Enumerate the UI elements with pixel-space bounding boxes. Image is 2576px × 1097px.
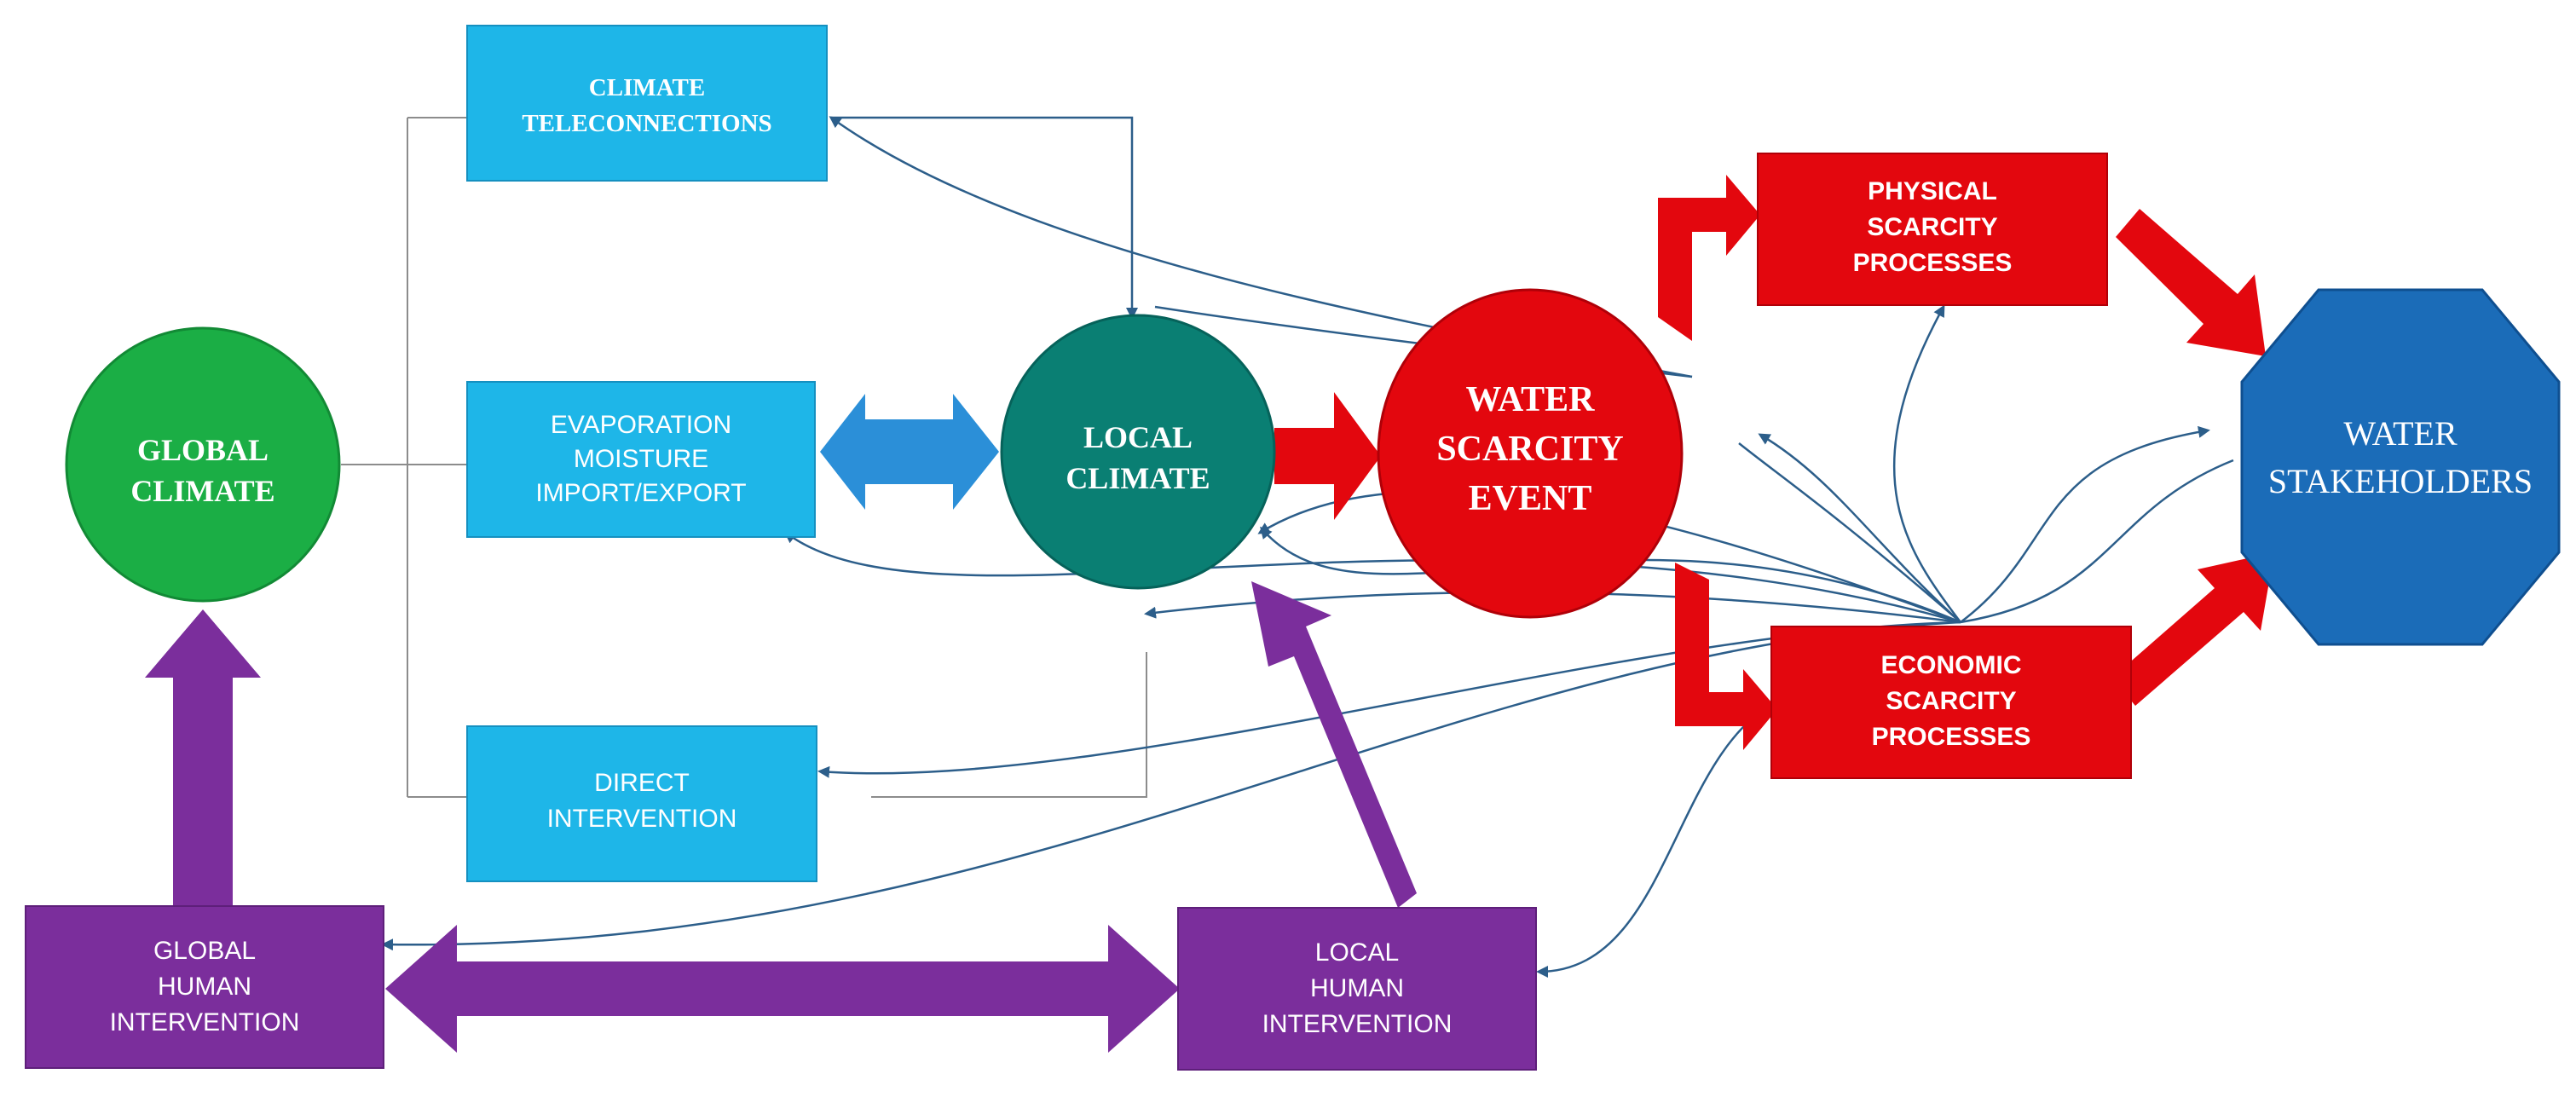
label-direct-intervention-1: DIRECT <box>594 769 690 797</box>
node-water-stakeholders[interactable]: WATER STAKEHOLDERS <box>2240 288 2561 646</box>
arrow-event-to-economic <box>1675 563 1777 750</box>
label-water-stakeholders-2: STAKEHOLDERS <box>2268 462 2533 500</box>
label-climate-teleconnections-1: CLIMATE <box>589 74 705 101</box>
label-global-climate-1: GLOBAL <box>137 433 269 467</box>
node-physical-scarcity[interactable]: PHYSICAL SCARCITY PROCESSES <box>1757 153 2108 306</box>
label-physical-scarcity-2: SCARCITY <box>1867 213 1997 241</box>
label-global-climate-2: CLIMATE <box>130 474 274 508</box>
node-local-human-intervention[interactable]: LOCAL HUMAN INTERVENTION <box>1177 907 1537 1071</box>
label-global-human-2: HUMAN <box>158 973 251 1001</box>
label-physical-scarcity-3: PROCESSES <box>1853 249 2013 277</box>
arrow-local-to-event <box>1274 392 1381 520</box>
node-global-human-intervention[interactable]: GLOBAL HUMAN INTERVENTION <box>25 905 384 1069</box>
arrow-economic-to-stakeholders-block <box>2112 552 2274 706</box>
label-global-human-1: GLOBAL <box>153 937 256 965</box>
arrow-economic-to-stakeholders <box>1960 425 2210 623</box>
block-arrows <box>145 175 2274 1053</box>
label-local-human-3: INTERVENTION <box>1262 1010 1453 1038</box>
label-direct-intervention-2: INTERVENTION <box>547 805 737 833</box>
label-water-scarcity-event-1: WATER <box>1466 380 1596 419</box>
label-economic-scarcity-3: PROCESSES <box>1872 723 2031 751</box>
connector-local-to-direct <box>871 652 1147 798</box>
label-local-climate-2: CLIMATE <box>1066 461 1210 495</box>
label-water-scarcity-event-2: SCARCITY <box>1436 430 1623 469</box>
arrow-economic-to-physical <box>1893 304 1961 623</box>
label-water-scarcity-event-3: EVENT <box>1469 479 1592 518</box>
label-economic-scarcity-2: SCARCITY <box>1886 687 2016 715</box>
node-climate-teleconnections[interactable]: CLIMATE TELECONNECTIONS <box>466 25 828 182</box>
label-physical-scarcity-1: PHYSICAL <box>1868 177 1997 205</box>
arrow-economic-to-event-2 <box>1738 442 1961 623</box>
arrow-economic-to-event <box>1758 433 1961 623</box>
label-global-human-3: INTERVENTION <box>110 1008 300 1036</box>
double-arrow-evaporation-local <box>820 394 999 510</box>
arrow-physical-to-stakeholders <box>2116 209 2266 356</box>
node-economic-scarcity[interactable]: ECONOMIC SCARCITY PROCESSES <box>1770 626 2132 779</box>
node-water-scarcity-event[interactable]: WATER SCARCITY EVENT <box>1377 288 1684 619</box>
label-local-human-1: LOCAL <box>1315 938 1399 967</box>
arrow-economic-to-local-human <box>1536 697 1782 978</box>
node-direct-intervention[interactable]: DIRECT INTERVENTION <box>466 725 817 882</box>
arrow-local-human-to-local-climate <box>1251 581 1417 908</box>
node-evaporation-moisture[interactable]: EVAPORATION MOISTURE IMPORT/EXPORT <box>466 381 816 538</box>
gray-connectors <box>341 117 1147 798</box>
arrow-event-to-physical <box>1658 175 1760 341</box>
label-local-human-2: HUMAN <box>1310 974 1404 1002</box>
label-evaporation-3: IMPORT/EXPORT <box>535 479 746 507</box>
label-local-climate-1: LOCAL <box>1083 420 1193 454</box>
arrow-teleconnections-to-local <box>831 116 1138 320</box>
arrow-economic-to-stakeholders-2 <box>1960 459 2234 624</box>
label-water-stakeholders-1: WATER <box>2343 414 2458 453</box>
label-evaporation-1: EVAPORATION <box>551 411 731 439</box>
double-arrow-global-local-human <box>385 925 1180 1053</box>
node-global-climate[interactable]: GLOBAL CLIMATE <box>65 326 341 603</box>
label-evaporation-2: MOISTURE <box>574 445 708 473</box>
label-economic-scarcity-1: ECONOMIC <box>1881 651 2022 679</box>
arrow-global-human-to-global-climate <box>145 609 261 908</box>
label-climate-teleconnections-2: TELECONNECTIONS <box>522 110 771 137</box>
node-local-climate[interactable]: LOCAL CLIMATE <box>1000 314 1276 590</box>
arrow-economic-to-evaporation <box>783 531 1961 624</box>
connector-global-to-boxes <box>341 117 467 798</box>
arrow-economic-to-global-human <box>381 621 1961 951</box>
